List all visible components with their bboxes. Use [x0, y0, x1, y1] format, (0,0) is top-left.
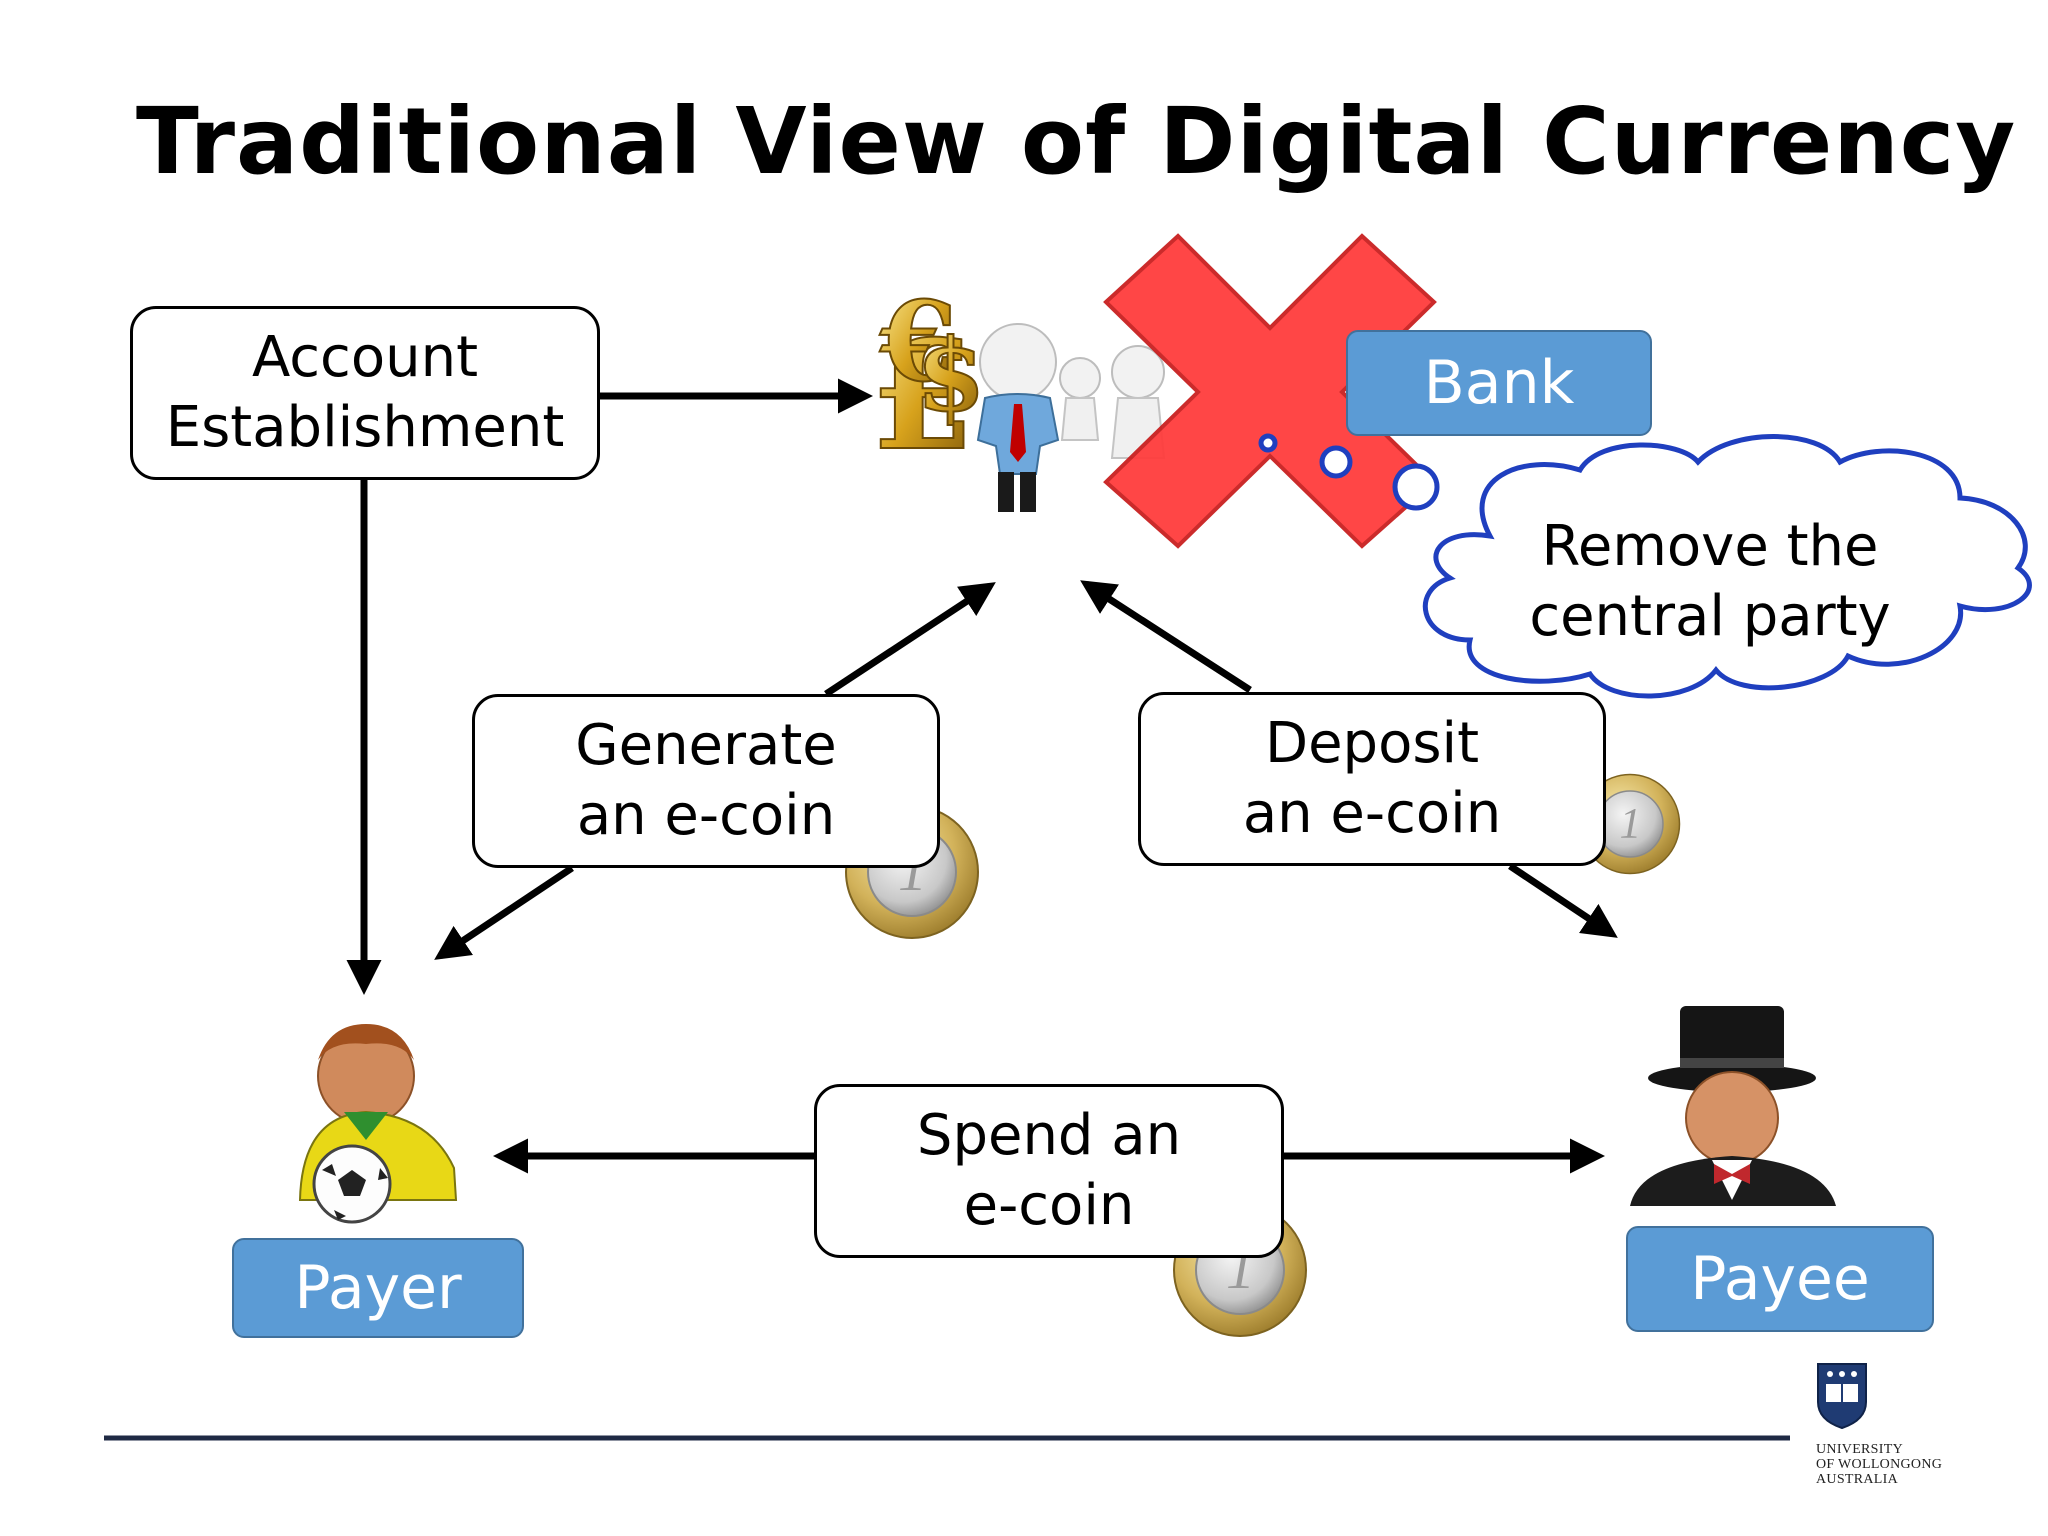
payee-icon	[1630, 1006, 1836, 1206]
generate-ecoin-line1: Generate	[575, 713, 837, 778]
deposit-ecoin-line2: an e-coin	[1242, 781, 1502, 846]
thought-cloud	[1422, 434, 2032, 699]
arrow-deposit-to-bank	[1080, 580, 1252, 693]
slide-title: Traditional View of Digital Currency	[136, 88, 2017, 195]
thought-bubble-large	[1392, 463, 1440, 511]
university-logo-text: UNIVERSITY OF WOLLONGONG AUSTRALIA	[1816, 1442, 1986, 1487]
account-establishment-line2: Establishment	[165, 395, 565, 460]
spend-ecoin-line1: Spend an	[916, 1103, 1182, 1168]
payer-label: Payer	[232, 1238, 524, 1338]
cloud-text-line1: Remove the	[1541, 514, 1879, 579]
arrow-generate-to-bank	[824, 582, 996, 697]
university-logo-line2: OF WOLLONGONG	[1816, 1457, 1943, 1472]
spend-ecoin-box: Spend an e-coin	[814, 1084, 1284, 1258]
cloud-text-line2: central party	[1529, 584, 1891, 649]
generate-ecoin-line2: an e-coin	[576, 783, 836, 848]
arrow-deposit-to-payee	[1508, 863, 1618, 938]
account-establishment-line1: Account	[251, 325, 479, 390]
university-logo: UNIVERSITY OF WOLLONGONG AUSTRALIA	[1816, 1360, 1986, 1487]
thought-bubble-small	[1258, 433, 1278, 453]
cloud-text: Remove the central party	[1480, 512, 1940, 652]
thought-bubble-medium	[1319, 445, 1353, 479]
bank-icon: £ € $	[869, 276, 1166, 512]
university-crest-icon	[1817, 1363, 1867, 1430]
deposit-ecoin-box: Deposit an e-coin	[1138, 692, 1606, 866]
university-logo-line3: AUSTRALIA	[1816, 1472, 1899, 1487]
svg-text:$: $	[916, 316, 986, 434]
deposit-ecoin-line1: Deposit	[1264, 711, 1480, 776]
payer-icon	[298, 1024, 458, 1224]
svg-text:€: €	[879, 277, 957, 406]
arrow-generate-to-payer	[434, 865, 574, 960]
university-logo-line1: UNIVERSITY	[1816, 1442, 1903, 1457]
spend-ecoin-line2: e-coin	[963, 1173, 1135, 1238]
generate-ecoin-box: Generate an e-coin	[472, 694, 940, 868]
payee-label: Payee	[1626, 1226, 1934, 1332]
account-establishment-box: Account Establishment	[130, 306, 600, 480]
svg-text:£: £	[870, 308, 974, 484]
bank-label: Bank	[1346, 330, 1652, 436]
